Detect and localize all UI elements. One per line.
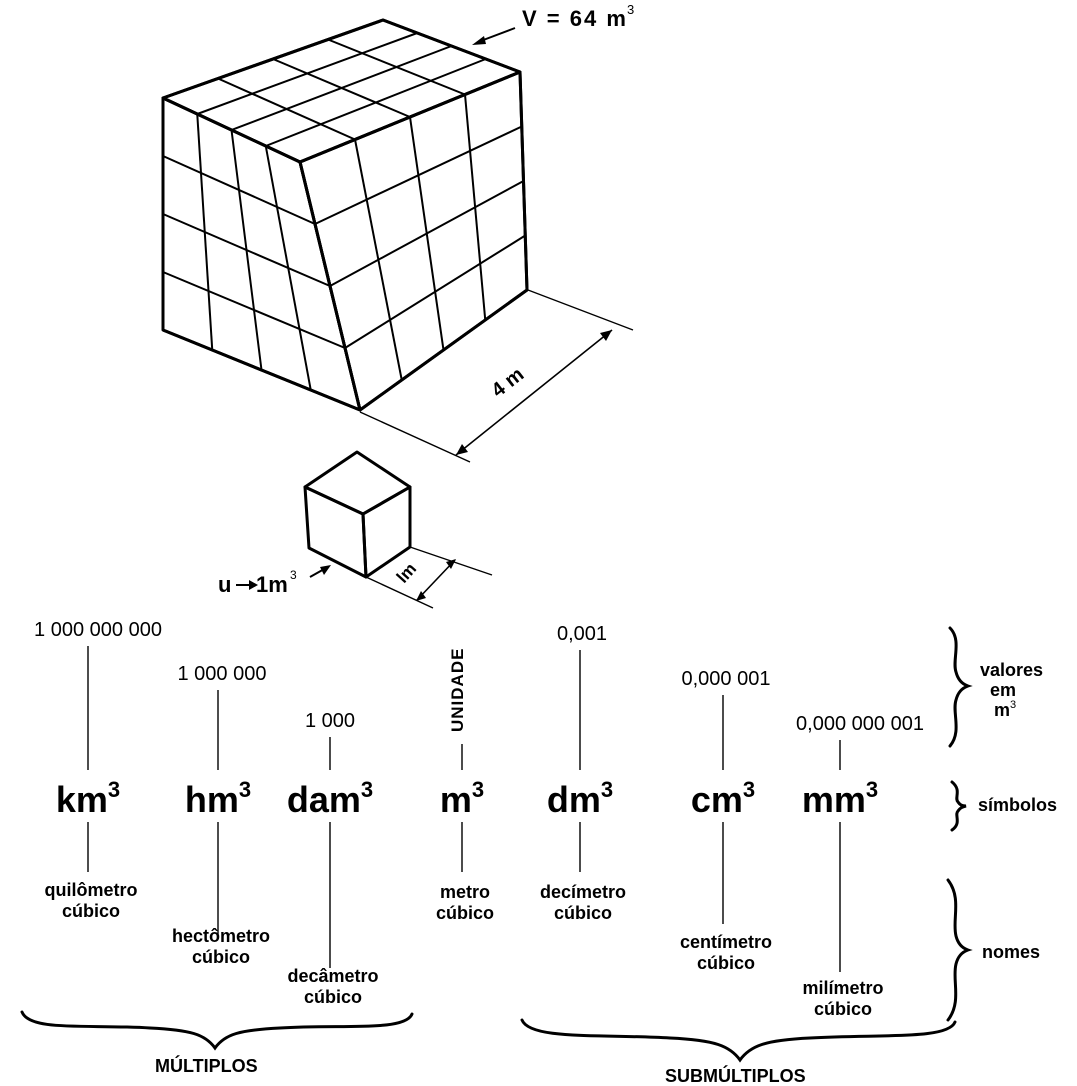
unit-name-mm: milímetro: [802, 978, 883, 998]
unit-edge-label: lm: [393, 559, 420, 586]
legend: valores em m 3 símbolos nomes: [946, 626, 1057, 1022]
volume-text: V = 64 m: [522, 6, 628, 31]
unit-symbol-exponent: 3: [361, 777, 373, 802]
unit-name-cubic-hm: cúbico: [192, 947, 250, 967]
legend-values-line1: valores: [980, 660, 1043, 680]
unit-name-cubic-dm: cúbico: [554, 903, 612, 923]
unit-symbol-km: km3: [56, 777, 120, 820]
cube-grid-line: [272, 58, 411, 118]
unit-exponent: 3: [290, 568, 297, 582]
volume-label: V = 64 m 3: [472, 2, 634, 45]
unit-symbol-exponent: 3: [239, 777, 251, 802]
unit-symbol-exponent: 3: [472, 777, 484, 802]
legend-values-line2: em: [990, 680, 1016, 700]
edge-length-label: 4 m: [488, 363, 529, 402]
volume-exponent: 3: [627, 2, 634, 17]
names-brace: [946, 878, 973, 1022]
unidade-label: UNIDADE: [448, 648, 467, 732]
unit-symbol-exponent: 3: [108, 777, 120, 802]
unit-value-hm: 1 000 000: [178, 663, 267, 685]
unit-name-dam: decâmetro: [287, 966, 378, 986]
cube-grid-line: [264, 145, 312, 391]
cube-edge: [298, 161, 362, 411]
unit-symbol-hm: hm3: [185, 777, 251, 820]
legend-values-line3: m: [994, 700, 1010, 720]
legend-names: nomes: [982, 942, 1040, 962]
unit-name-cubic-m: cúbico: [436, 903, 494, 923]
unit-name-km: quilômetro: [45, 880, 138, 900]
unit-name-cm: centímetro: [680, 932, 772, 952]
unit-name-cubic-km: cúbico: [62, 901, 120, 921]
unit-value-cm: 0,000 001: [682, 668, 771, 690]
unit-name-dm: decímetro: [540, 882, 626, 902]
unit-name-hm: hectômetro: [172, 926, 270, 946]
unit-symbol-dam: dam3: [287, 777, 373, 820]
group-braces: MÚLTIPLOS SUBMÚLTIPLOS: [20, 1010, 957, 1086]
unit-name-cubic-mm: cúbico: [814, 999, 872, 1019]
legend-values-exp: 3: [1010, 699, 1016, 711]
cube-grid-line: [162, 213, 331, 287]
cube-grid-line: [327, 38, 466, 96]
multiples-brace: [20, 1010, 414, 1051]
cube-grid-line: [162, 271, 346, 349]
cube-grid-line: [329, 180, 524, 287]
unit-name-cubic-cm: cúbico: [697, 953, 755, 973]
unit-name-cubic-dam: cúbico: [304, 987, 362, 1007]
unit-value-km: 1 000 000 000: [34, 619, 162, 641]
symbols-brace: [950, 780, 967, 832]
unit-value-dm: 0,001: [557, 623, 607, 645]
unit-symbol-dm: dm3: [547, 777, 613, 820]
unit-symbol: u: [218, 572, 231, 597]
values-brace: [948, 626, 973, 748]
unit-symbol-cm: cm3: [691, 777, 755, 820]
unit-symbol-exponent: 3: [866, 777, 878, 802]
submultiples-label: SUBMÚLTIPLOS: [665, 1065, 806, 1086]
cube-grid-line: [265, 58, 487, 147]
unit-value-dam: 1 000: [305, 710, 355, 732]
submultiples-brace: [520, 1018, 957, 1063]
big-cube: [161, 18, 529, 412]
cube-grid-line: [344, 234, 526, 349]
top-face: [161, 18, 522, 164]
legend-symbols: símbolos: [978, 795, 1057, 815]
unit-symbol-exponent: 3: [601, 777, 613, 802]
unit-symbol-mm: mm3: [802, 777, 878, 820]
unit-value-mm: 0,000 000 001: [796, 713, 924, 735]
unit-cube: lm u 1m 3: [218, 450, 493, 609]
unit-value: 1m: [256, 572, 288, 597]
multiples-label: MÚLTIPLOS: [155, 1055, 258, 1076]
unit-name-m: metro: [440, 882, 490, 902]
unit-symbol-exponent: 3: [743, 777, 755, 802]
unit-symbol-m: m3: [440, 777, 484, 820]
cube-grid-line: [464, 94, 487, 321]
